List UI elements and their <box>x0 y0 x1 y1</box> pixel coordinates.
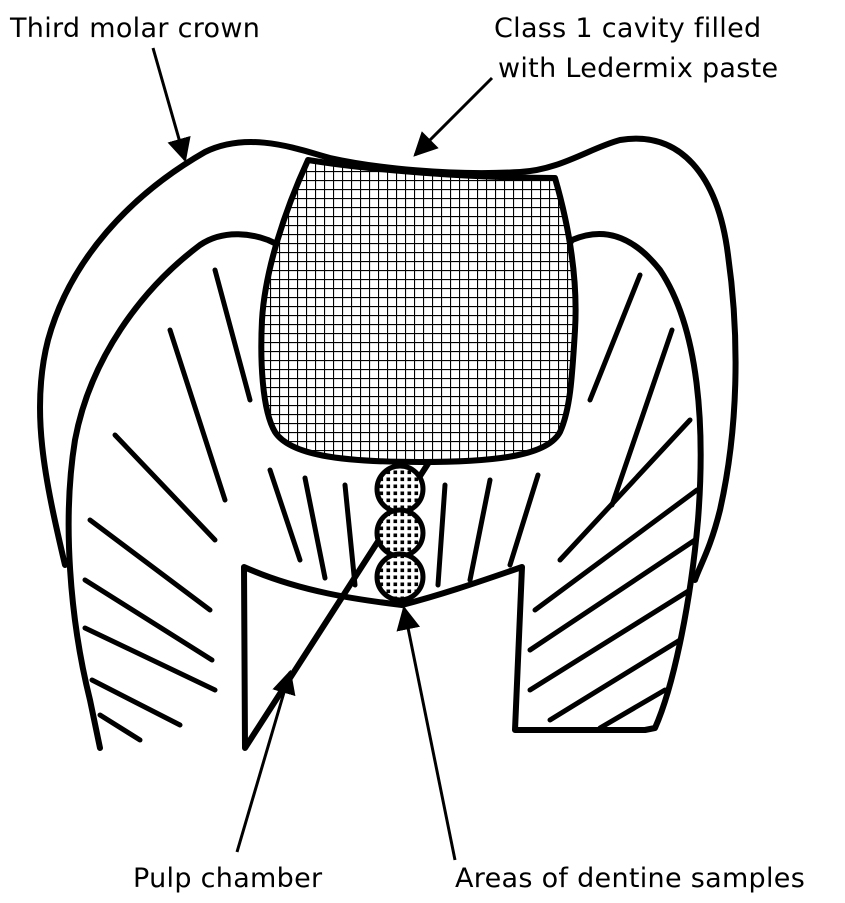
label-dentine-samples: Areas of dentine samples <box>455 862 805 896</box>
label-class1-cavity-line2: with Ledermix paste <box>498 52 778 86</box>
label-class1-cavity-line1: Class 1 cavity filled <box>494 12 761 46</box>
leader-class1-cavity <box>415 78 492 155</box>
ledermix-cavity-fill <box>261 160 575 462</box>
leader-dentine-samples <box>404 608 455 860</box>
dentine-sample-1 <box>377 466 423 512</box>
dentine-sample-3 <box>377 554 423 600</box>
leader-third-molar-crown <box>153 48 185 160</box>
dentine-sample-2 <box>377 510 423 556</box>
label-third-molar-crown: Third molar crown <box>10 12 260 46</box>
label-pulp-chamber: Pulp chamber <box>133 862 322 896</box>
